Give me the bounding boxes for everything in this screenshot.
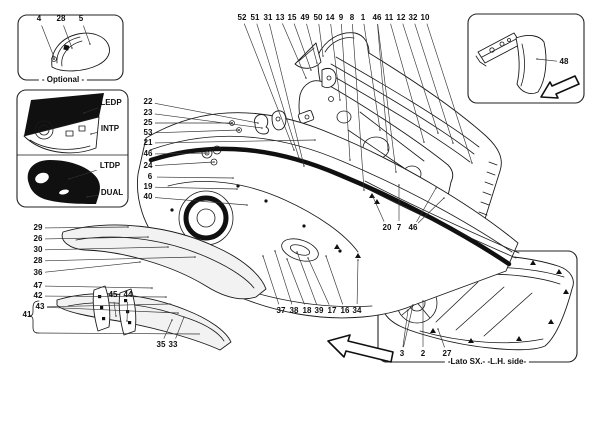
callout-46: 46 xyxy=(408,223,418,232)
callout-LTDP: LTDP xyxy=(99,161,121,170)
callout-28: 28 xyxy=(56,14,66,23)
callout-5: 5 xyxy=(78,14,84,23)
optional-box-label: - Optional - xyxy=(38,76,88,84)
callout-2: 2 xyxy=(420,349,426,358)
callout-13: 13 xyxy=(275,13,285,22)
callout-34: 34 xyxy=(352,306,362,315)
callout-43: 43 xyxy=(35,302,45,311)
callout-20: 20 xyxy=(382,223,392,232)
callout-49: 49 xyxy=(300,13,310,22)
callout-38: 38 xyxy=(289,306,299,315)
callout-47: 47 xyxy=(33,281,43,290)
callout-6: 6 xyxy=(147,172,153,181)
direction-arrow-small xyxy=(540,75,580,99)
optional-box xyxy=(17,14,124,81)
callout-25: 25 xyxy=(143,118,153,127)
callout-LEDP: LEDP xyxy=(100,98,122,107)
callout-30: 30 xyxy=(33,245,43,254)
callout-7: 7 xyxy=(396,223,402,232)
callout-18: 18 xyxy=(302,306,312,315)
callout-17: 17 xyxy=(327,306,337,315)
callout-26: 26 xyxy=(33,234,43,243)
direction-arrow-main xyxy=(327,334,394,363)
callout-51: 51 xyxy=(250,13,260,22)
callout-14: 14 xyxy=(325,13,335,22)
callout-1: 1 xyxy=(360,13,366,22)
callout-24: 24 xyxy=(143,161,153,170)
callout-37: 37 xyxy=(276,306,286,315)
callout-4: 4 xyxy=(36,14,42,23)
callout-DUAL: DUAL xyxy=(100,188,124,197)
callout-44: 44 xyxy=(123,290,133,299)
callout-42: 42 xyxy=(33,291,43,300)
callout-32: 32 xyxy=(408,13,418,22)
callout-8: 8 xyxy=(349,13,355,22)
callout-12: 12 xyxy=(396,13,406,22)
callout-15: 15 xyxy=(287,13,297,22)
callout-INTP: INTP xyxy=(100,124,120,133)
callout-11: 11 xyxy=(384,13,394,22)
callout-9: 9 xyxy=(338,13,344,22)
callout-36: 36 xyxy=(33,268,43,277)
callout-39: 39 xyxy=(314,306,324,315)
callout-53: 53 xyxy=(143,128,153,137)
callout-27: 27 xyxy=(442,349,452,358)
callout-21: 21 xyxy=(143,138,153,147)
callout-46: 46 xyxy=(372,13,382,22)
callout-29: 29 xyxy=(33,223,43,232)
callout-35: 35 xyxy=(156,340,166,349)
callout-41: 41 xyxy=(22,310,32,319)
callout-22: 22 xyxy=(143,97,153,106)
callout-52: 52 xyxy=(237,13,247,22)
detail-48-box xyxy=(467,13,585,104)
callout-19: 19 xyxy=(143,182,153,191)
callout-45: 45 xyxy=(108,290,118,299)
callout-3: 3 xyxy=(399,349,405,358)
callout-46: 46 xyxy=(143,149,153,158)
callout-50: 50 xyxy=(313,13,323,22)
callout-41-bracket xyxy=(28,300,40,334)
callout-10: 10 xyxy=(420,13,430,22)
callout-28: 28 xyxy=(33,256,43,265)
materials-box xyxy=(16,89,129,208)
callout-48: 48 xyxy=(559,57,569,66)
callout-40: 40 xyxy=(143,192,153,201)
callout-31: 31 xyxy=(263,13,273,22)
callout-16: 16 xyxy=(340,306,350,315)
callout-33: 33 xyxy=(168,340,178,349)
callout-23: 23 xyxy=(143,108,153,117)
lh-side-box-label: -Lato SX.- -L.H. side- xyxy=(444,358,530,366)
